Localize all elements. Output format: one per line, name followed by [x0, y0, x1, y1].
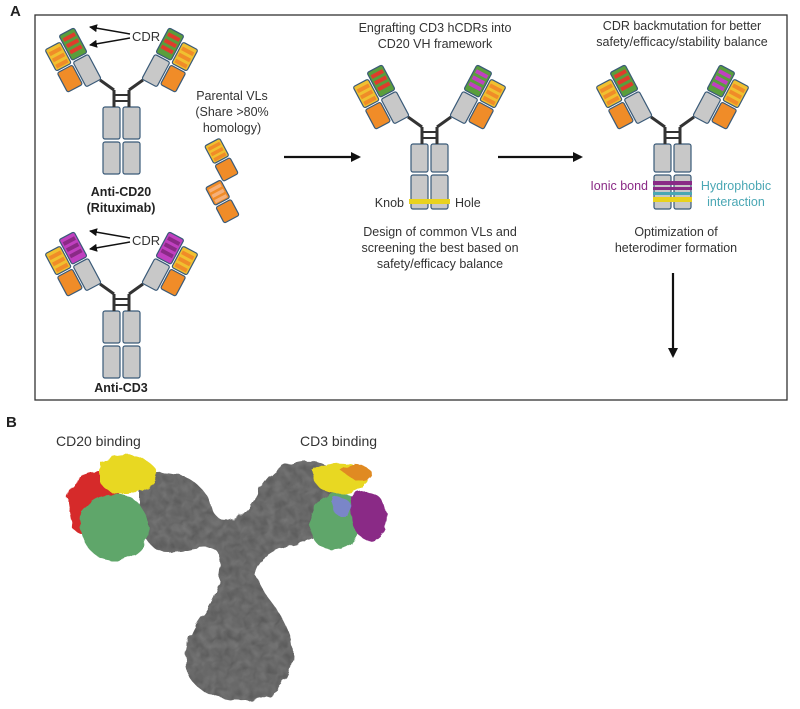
cd20-binding-label: CD20 binding: [56, 433, 141, 449]
parental-vls-line1: Parental VLs: [196, 89, 268, 103]
cdr-label-1: CDR: [132, 29, 160, 44]
anti-cd20-label: Anti-CD20: [91, 185, 151, 199]
anti-cd3-antibody: [45, 231, 198, 379]
cdr-arrow: [89, 228, 131, 239]
parental-vl-2: [205, 179, 240, 224]
step2-title-line1: CDR backmutation for better: [603, 19, 761, 33]
cdr-arrow: [89, 37, 131, 48]
knob-hole-bar: [409, 199, 450, 204]
anti-cd20-sublabel: (Rituximab): [87, 201, 156, 215]
cdr-label-2: CDR: [132, 233, 160, 248]
hydrophobic-label-line1: Hydrophobic: [701, 179, 771, 193]
step1-caption-line2: screening the best based on: [361, 241, 518, 255]
optimized-antibody: [596, 64, 749, 210]
step1-caption-line1: Design of common VLs and: [363, 225, 517, 239]
knob-label: Knob: [375, 196, 404, 210]
step2-caption-line1: Optimization of: [634, 225, 718, 239]
anti-cd3-label: Anti-CD3: [94, 381, 148, 395]
step2-caption-line2: heterodimer formation: [615, 241, 737, 255]
cd3-binding-label: CD3 binding: [300, 433, 377, 449]
ionic-bond-label: Ionic bond: [590, 179, 648, 193]
step1-caption-line3: safety/efficacy balance: [377, 257, 503, 271]
panel-a-frame: [34, 14, 788, 401]
ionic-bond-bar: [653, 181, 692, 185]
anti-cd20-antibody: [45, 27, 198, 175]
engrafted-antibody: [353, 64, 506, 210]
step1-title-line2: CD20 VH framework: [378, 37, 493, 51]
step2-title-line2: safety/efficacy/stability balance: [596, 35, 767, 49]
step1-title-line1: Engrafting CD3 hCDRs into: [359, 21, 512, 35]
cdr-arrow: [89, 24, 131, 35]
antibody-surface-model: [67, 455, 387, 701]
parental-vls-line3: homology): [203, 121, 261, 135]
ionic-bond-bar: [653, 187, 692, 190]
panel-a-label: A: [10, 3, 21, 20]
parental-vl-1: [204, 138, 239, 182]
panel-b-label: B: [6, 414, 17, 431]
cdr-arrow: [89, 241, 131, 252]
hydrophobic-label-line2: interaction: [707, 195, 765, 209]
parental-vls-line2: (Share >80%: [195, 105, 268, 119]
knob-hole-bar: [653, 197, 692, 202]
hydrophobic-bar: [653, 192, 692, 195]
hole-label: Hole: [455, 196, 481, 210]
